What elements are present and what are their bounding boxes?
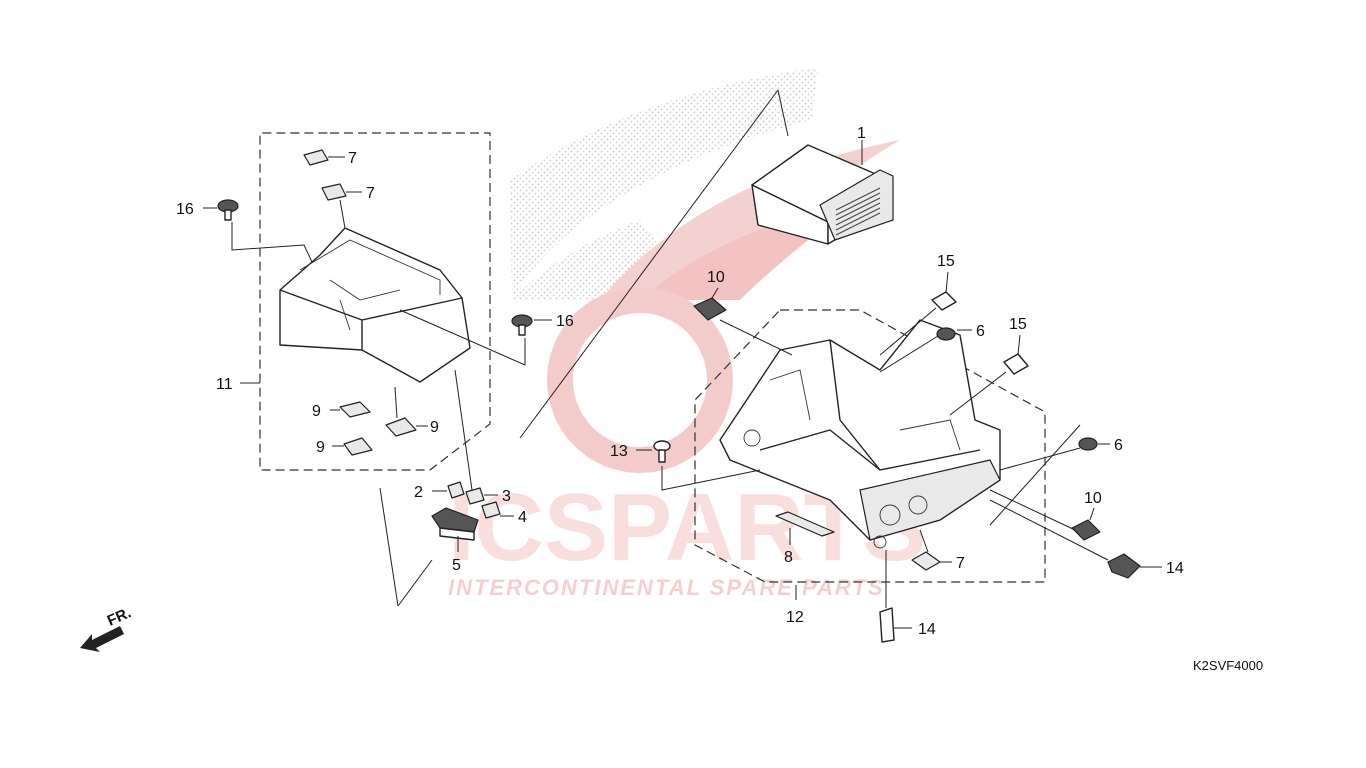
callout-2: 2: [414, 484, 423, 501]
pad-10-bottom[interactable]: [1071, 519, 1101, 541]
callout-12: 12: [786, 609, 804, 626]
clip-15-b[interactable]: [1003, 353, 1029, 375]
pad-10-top[interactable]: [693, 297, 727, 321]
clip-15-a[interactable]: [931, 291, 957, 311]
front-direction-arrow: FR.: [80, 604, 134, 652]
pad-9-c[interactable]: [343, 437, 373, 456]
callout-13: 13: [610, 443, 628, 460]
battery-box-part[interactable]: [719, 319, 1001, 549]
callout-4: 4: [518, 509, 527, 526]
strip-8[interactable]: [775, 511, 835, 537]
callout-6-a: 6: [976, 323, 985, 340]
callout-16-b: 16: [556, 313, 574, 330]
dashed-frame-cover-assy: [259, 132, 491, 471]
callout-5: 5: [452, 557, 461, 574]
front-label: FR.: [105, 604, 134, 629]
band-14-right[interactable]: [1107, 553, 1141, 579]
callout-9-a: 9: [312, 403, 321, 420]
callout-7-a: 7: [348, 150, 357, 167]
callout-14-b: 14: [918, 621, 936, 638]
callout-labels: 1 2 3 4 5 6 6 7 7 7 8 9 9 9 10 10 11 12 …: [176, 125, 1184, 638]
callout-8: 8: [784, 549, 793, 566]
callout-9-c: 9: [316, 439, 325, 456]
callout-7-b: 7: [366, 185, 375, 202]
pad-9-b[interactable]: [385, 417, 417, 437]
callout-6-b: 6: [1114, 437, 1123, 454]
callout-10-b: 10: [1084, 490, 1102, 507]
callout-10-a: 10: [707, 269, 725, 286]
dashed-frame-battery-box: [694, 309, 1046, 583]
callout-7-c: 7: [956, 555, 965, 572]
callout-1: 1: [857, 125, 866, 142]
fuse-3[interactable]: [465, 487, 485, 505]
drawing-code: K2SVF4000: [1193, 658, 1263, 673]
callout-16-a: 16: [176, 201, 194, 218]
callout-11: 11: [216, 376, 233, 393]
callout-15-a: 15: [937, 253, 955, 270]
pad-7-top[interactable]: [303, 149, 329, 166]
callout-3: 3: [502, 488, 511, 505]
screw-13[interactable]: [653, 440, 671, 463]
watermark-gear: [547, 287, 733, 473]
callout-15-b: 15: [1009, 316, 1027, 333]
fuse-2[interactable]: [447, 481, 465, 499]
fuse-4[interactable]: [481, 501, 501, 519]
callout-14-a: 14: [1166, 560, 1184, 577]
watermark-dotted-wing: [510, 68, 818, 300]
pad-9-a[interactable]: [339, 401, 371, 418]
watermark-tagline: INTERCONTINENTAL SPARE PARTS: [448, 575, 885, 600]
bolt-16-left[interactable]: [217, 199, 239, 221]
band-14-bottom[interactable]: [879, 607, 895, 643]
battery-part[interactable]: [751, 144, 894, 245]
bolt-16-right[interactable]: [511, 314, 533, 336]
grommet-6-b[interactable]: [1078, 437, 1098, 451]
grommet-6-a[interactable]: [936, 327, 956, 341]
battery-cover-part[interactable]: [279, 227, 471, 383]
pad-7-second[interactable]: [321, 183, 347, 201]
reference-lines: [379, 89, 1081, 607]
callout-9-b: 9: [430, 419, 439, 436]
fuse-box-5[interactable]: [431, 507, 479, 541]
